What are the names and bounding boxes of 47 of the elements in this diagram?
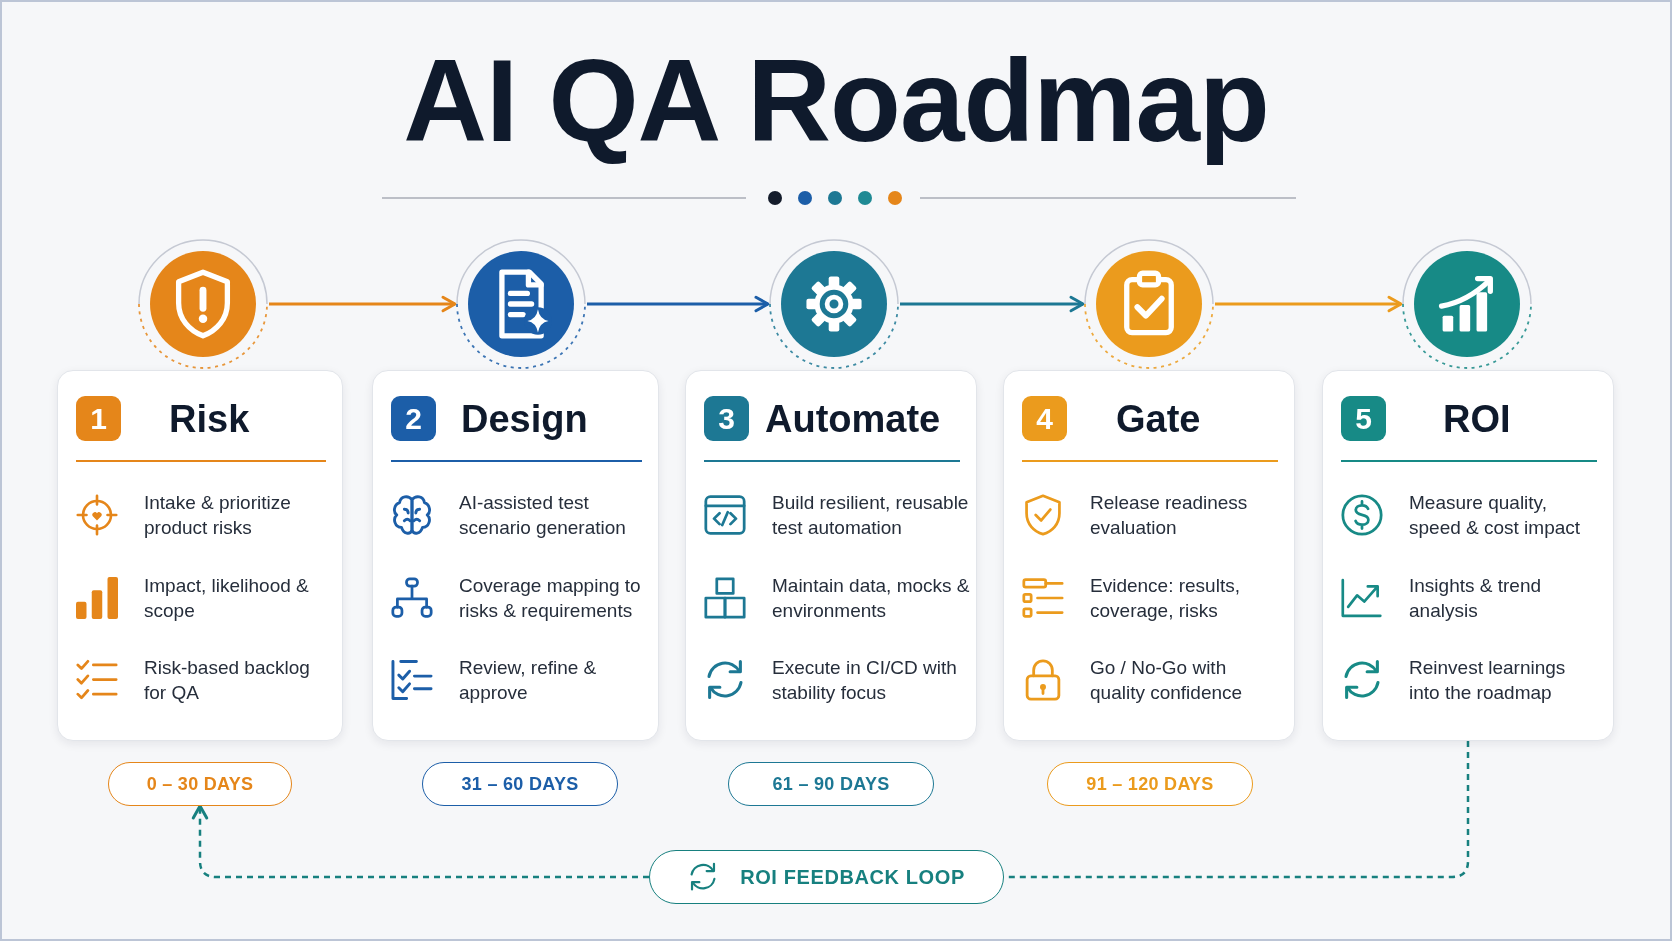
step-number: 3 xyxy=(704,396,749,441)
item-text: Release readiness evaluation xyxy=(1090,491,1249,540)
step-circle xyxy=(1083,238,1215,370)
step-number: 2 xyxy=(391,396,436,441)
arrow xyxy=(900,295,1085,313)
item-text: AI-assisted test scenario generation xyxy=(459,491,627,540)
phase-card xyxy=(685,370,977,741)
card-title: ROI xyxy=(1443,397,1511,441)
item-text: Measure quality, speed & cost impact xyxy=(1409,491,1582,540)
duration-pill: 61 – 90 DAYS xyxy=(728,762,934,806)
dashed-arrow xyxy=(191,804,649,879)
card-title: Gate xyxy=(1116,397,1201,441)
step-circle xyxy=(137,238,269,370)
step-circle xyxy=(768,238,900,370)
step-circle xyxy=(455,238,587,370)
phase-card xyxy=(372,370,659,741)
item-text: Build resilient, reusable test automation xyxy=(772,491,970,540)
step-number: 5 xyxy=(1341,396,1386,441)
duration-pill: 31 – 60 DAYS xyxy=(422,762,618,806)
duration-pill: 0 – 30 DAYS xyxy=(108,762,292,806)
step-number: 4 xyxy=(1022,396,1067,441)
item-text: Execute in CI/CD with stability focus xyxy=(772,656,958,705)
step-circle xyxy=(1401,238,1533,370)
item-text: Impact, likelihood & scope xyxy=(144,574,310,623)
duration-pill: 91 – 120 DAYS xyxy=(1047,762,1253,806)
phase-card xyxy=(1003,370,1295,741)
arrow xyxy=(1215,295,1403,313)
item-text: Risk-based backlog for QA xyxy=(144,656,311,705)
card-title: Automate xyxy=(765,397,941,441)
item-text: Go / No-Go with quality confidence xyxy=(1090,656,1244,705)
item-text: Intake & prioritize product risks xyxy=(144,491,292,540)
pill-label: ROI FEEDBACK LOOP xyxy=(740,865,965,889)
card-title: Risk xyxy=(169,397,250,441)
card-title: Design xyxy=(461,397,588,441)
item-text: Maintain data, mocks & environments xyxy=(772,574,970,623)
item-text: Review, refine & approve xyxy=(459,656,598,705)
arrow xyxy=(587,295,770,313)
item-text: Insights & trend analysis xyxy=(1409,574,1543,623)
item-text: Evidence: results, coverage, risks xyxy=(1090,574,1241,623)
step-number: 1 xyxy=(76,396,121,441)
item-text: Reinvest learnings into the roadmap xyxy=(1409,656,1567,705)
phase-card xyxy=(1322,370,1614,741)
feedback-loop-pill xyxy=(649,850,1004,904)
title: AI QA Roadmap xyxy=(403,35,1269,168)
item-text: Coverage mapping to risks & requirements xyxy=(459,574,642,623)
phase-card xyxy=(57,370,343,741)
arrow xyxy=(269,295,457,313)
